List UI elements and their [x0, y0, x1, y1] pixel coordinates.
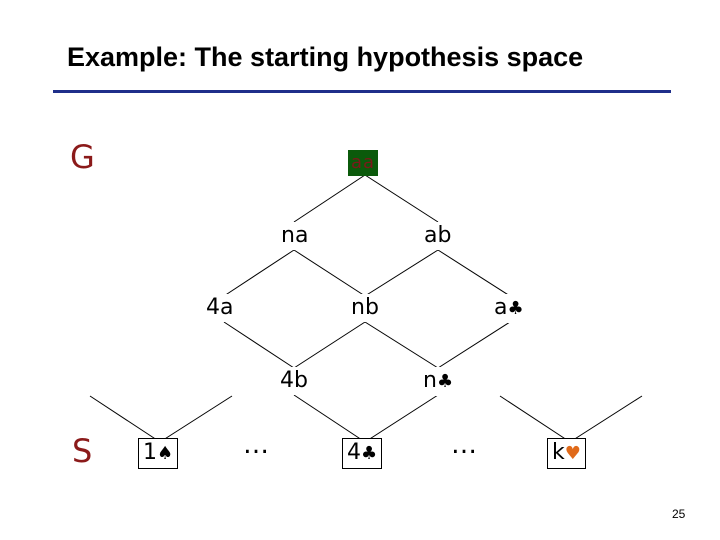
- node-1-spade: 1♠: [138, 438, 179, 469]
- node-a-club-letter: a: [494, 295, 508, 320]
- node-4b: 4b: [274, 367, 314, 395]
- node-ab: ab: [418, 222, 458, 250]
- edge: [364, 249, 439, 297]
- ellipsis-left: …: [243, 430, 269, 460]
- edge: [364, 174, 439, 223]
- node-n-club-letter: n: [423, 368, 437, 393]
- node-a-club: a♣: [488, 294, 530, 323]
- edge: [364, 394, 439, 443]
- ellipsis-right: …: [451, 430, 477, 460]
- node-k-heart-letter: k: [552, 440, 565, 465]
- general-boundary-label: G: [70, 138, 95, 176]
- node-na: na: [275, 222, 315, 250]
- edge: [437, 249, 511, 297]
- edge: [293, 394, 366, 443]
- club-icon: ♣: [507, 298, 524, 319]
- edge: [223, 249, 295, 297]
- node-n-club: n♣: [417, 367, 460, 396]
- node-1-spade-digit: 1: [143, 440, 157, 465]
- title-underline: [53, 90, 671, 93]
- specific-boundary-label: S: [72, 432, 93, 470]
- edge: [569, 395, 643, 443]
- edge: [364, 321, 439, 369]
- node-top: aa: [348, 150, 379, 176]
- node-4-club: 4♣: [342, 438, 383, 469]
- edge: [293, 249, 366, 297]
- page-number: 25: [672, 507, 686, 521]
- edge: [437, 321, 511, 369]
- club-icon: ♣: [361, 443, 378, 464]
- edge: [89, 395, 161, 443]
- edge: [223, 321, 295, 369]
- node-nb: nb: [345, 294, 385, 322]
- slide-title: Example: The starting hypothesis space: [67, 42, 584, 72]
- node-4-club-digit: 4: [347, 440, 361, 465]
- club-icon: ♣: [436, 371, 454, 392]
- edge: [293, 174, 366, 223]
- edge: [293, 321, 366, 369]
- edge: [159, 395, 233, 443]
- node-k-heart: k♥: [547, 438, 586, 469]
- node-4a: 4a: [200, 294, 240, 322]
- spade-icon: ♠: [157, 443, 174, 464]
- edge: [499, 395, 571, 443]
- heart-icon: ♥: [564, 443, 581, 464]
